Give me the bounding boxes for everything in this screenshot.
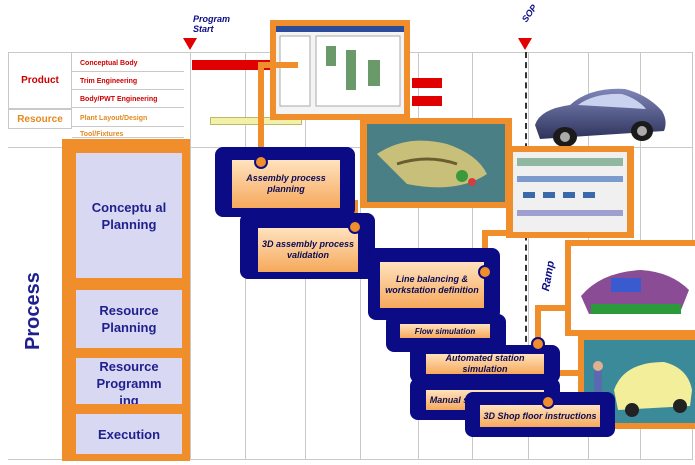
product-item: Trim Engineering: [72, 74, 184, 90]
sop-label: SOP: [519, 2, 539, 24]
resource-planning-box: Resource Planning: [76, 290, 182, 348]
process-row-label: Process: [22, 272, 44, 350]
program-start-label: Program Start: [193, 14, 231, 34]
resource-programming-box: Resource Programm ing: [76, 358, 182, 404]
product-item: Conceptual Body: [72, 56, 184, 72]
body-in-white-image: [571, 246, 695, 330]
connector-knob-icon: [541, 395, 555, 409]
body-pwt-bar: [412, 96, 442, 106]
car-image: [535, 88, 666, 147]
resource-row-label: Resource: [8, 109, 72, 129]
connector-knob-icon: [348, 220, 362, 234]
step-label: 3D Shop floor instructions: [480, 405, 600, 427]
3d-assembly-image: [367, 124, 505, 202]
conceptual-planning-box: Conceptu al Planning: [76, 153, 182, 278]
step-label: Flow simulation: [400, 324, 490, 338]
step-label: Automated station simulation: [426, 354, 544, 374]
conceptual-body-bar: [192, 60, 282, 70]
connector-knob-icon: [254, 155, 268, 169]
program-start-marker-icon: [183, 38, 197, 50]
resource-item: Tool/Fixtures: [72, 128, 184, 138]
connector-knob-icon: [478, 265, 492, 279]
software-screenshot-image: [276, 26, 404, 114]
connector-knob-icon: [531, 337, 545, 351]
step-label: Line balancing & workstation definition: [380, 262, 484, 308]
step-label: Assembly process planning: [232, 160, 340, 208]
ramp-label: Ramp: [540, 259, 558, 293]
resource-item: Plant Layout/Design: [72, 111, 184, 127]
trim-engineering-bar: [412, 78, 442, 88]
plant-layout-bar: [210, 117, 302, 125]
product-row-label: Product: [8, 52, 72, 109]
product-item: Body/PWT Engineering: [72, 92, 184, 108]
step-label: 3D assembly process validation: [258, 228, 358, 272]
execution-box: Execution: [76, 414, 182, 454]
line-balancing-image: [513, 152, 627, 232]
sop-marker-icon: [518, 38, 532, 50]
